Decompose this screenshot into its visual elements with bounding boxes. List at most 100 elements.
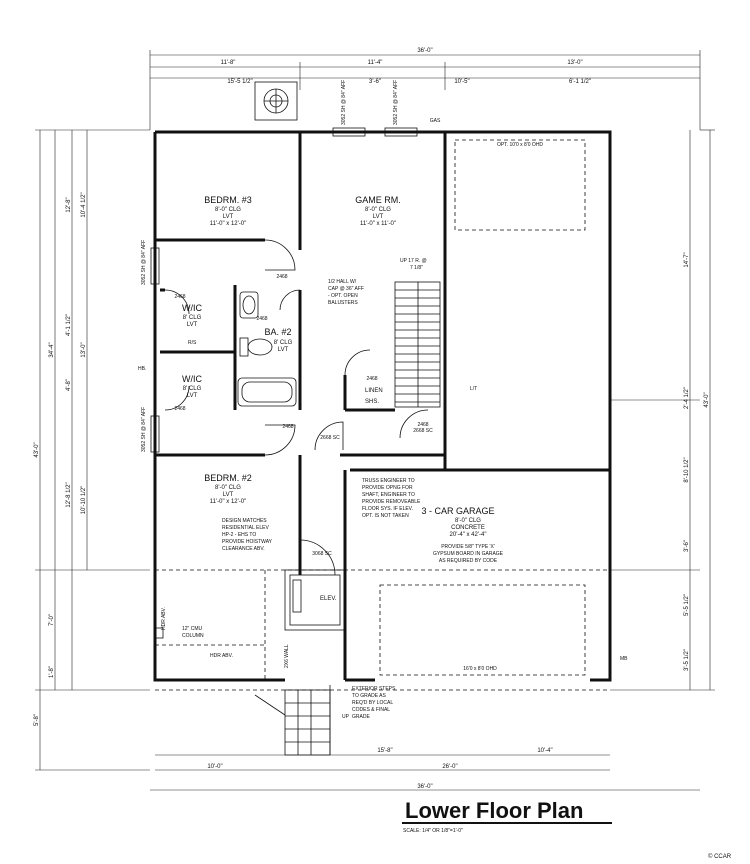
door-tag: 2468: [417, 422, 428, 428]
exterior-walls: [153, 130, 612, 682]
note-truss: TRUSS ENGINEER TO PROVIDE OPNG FOR SHAFT…: [362, 478, 421, 519]
door-tag: 2468: [282, 424, 293, 430]
door-tag: 2468: [174, 406, 185, 412]
plan-title-text: Lower Floor Plan: [405, 798, 583, 823]
note-line: COLUMN: [182, 633, 204, 639]
door-tag: 3068 SC: [312, 551, 332, 557]
room-bedrm2: BEDRM. #2 8'-0" CLG LVT 11'-0" x 12'-0": [204, 473, 252, 505]
left-dimensions: 43'-0" 34'-4" 12'-8" 4'-1 1/2" 4'-8" 13'…: [34, 129, 150, 771]
room-bedrm3-floor: LVT: [223, 214, 234, 220]
note-line: PROVIDE OPNG FOR: [362, 485, 413, 491]
note-line: EXTERIOR STEPS: [352, 686, 396, 692]
note-gyp: PROVIDE 5/8" TYPE 'X' GYPSUM BOARD IN GA…: [433, 544, 504, 564]
left-b-dim: 4'-1 1/2": [66, 314, 72, 336]
note-line: DESIGN MATCHES: [222, 518, 267, 524]
left-a-dim: 12'-8": [66, 197, 72, 212]
note-line: - OPT. OPEN: [328, 293, 358, 299]
vent-fan: [254, 81, 298, 121]
top-mid-dim: 11'-4": [368, 60, 383, 66]
right-c-dim: 8'-10 1/2": [684, 457, 690, 482]
left-g-dim: 1'-8": [49, 666, 55, 678]
window-tag: 3052 SH @ 84" AFF: [141, 407, 147, 452]
note-line: PROVIDE 5/8" TYPE 'X': [441, 544, 495, 550]
room-garage-floor: CONCRETE: [451, 525, 485, 531]
note-line: SHAFT, ENGINEER TO: [362, 492, 415, 498]
note-design: DESIGN MATCHES RESIDENTIAL ELEV HP-2 - E…: [222, 518, 273, 552]
room-garage-ceiling: 8'-0" CLG: [455, 518, 481, 524]
top-dimensions: 36'-0" 11'-8" 11'-4" 13'-0" 15'-5 1/2" 3…: [149, 48, 701, 130]
room-wic1-floor: LVT: [187, 322, 198, 328]
left-upper-dim: 34'-4": [49, 342, 55, 357]
right-dimensions: 43'-0" 14'-7" 2'-4 1/2" 8'-10 1/2" 3'-6"…: [610, 129, 715, 691]
top-b-dim: 3'-6": [369, 79, 381, 85]
note-line: CAP @ 36" AFF: [328, 286, 364, 292]
note-line: FLOOR SYS. IF ELEV.: [362, 506, 413, 512]
bottom-d-dim: 10'-4": [537, 748, 552, 754]
staircase: [394, 281, 441, 408]
room-bedrm3: BEDRM. #3 8'-0" CLG LVT 11'-0" x 12'-0": [204, 195, 252, 227]
right-e-dim: 5'-5 1/2": [684, 594, 690, 616]
windows: [150, 127, 418, 453]
room-bedrm3-size: 11'-0" x 12'-0": [210, 221, 246, 227]
room-bedrm3-title: BEDRM. #3: [204, 195, 252, 205]
elevator: [284, 569, 346, 631]
right-f-dim: 3'-5 1/2": [684, 649, 690, 671]
bottom-a-dim: 10'-0": [207, 764, 222, 770]
ohd-top-label: OPT. 10'0 x 8'0 OHD: [497, 142, 543, 148]
room-game-title: GAME RM.: [355, 195, 401, 205]
note-stair: UP 17 R. @ 7 1/8": [400, 258, 427, 271]
door-tag: 2468: [366, 376, 377, 382]
note-line: BALUSTERS: [328, 300, 358, 306]
room-bedrm3-ceiling: 8'-0" CLG: [215, 207, 241, 213]
plan-title: Lower Floor Plan SCALE: 1/4" OR 1/8"=1'-…: [402, 798, 612, 834]
room-ba2-floor: LVT: [278, 347, 289, 353]
right-b-dim: 2'-4 1/2": [684, 387, 690, 409]
left-j-dim: 10'-10 1/2": [81, 486, 87, 515]
note-line: TO GRADE AS: [352, 693, 386, 699]
wall-side-label: 2X6 WALL: [284, 644, 290, 668]
right-a-dim: 14'-7": [684, 252, 690, 267]
left-f-dim: 7'-0": [49, 614, 55, 626]
room-bedrm2-floor: LVT: [223, 492, 234, 498]
mb-label: MB: [620, 656, 628, 662]
door-tag: 2668 SC: [413, 428, 433, 434]
note-line: UP 17 R. @: [400, 258, 427, 264]
note-line: REQ'D BY LOCAL: [352, 700, 393, 706]
garage-doors: [154, 139, 610, 691]
left-h-dim: 5'-8": [34, 714, 40, 726]
note-line: GRADE: [352, 714, 370, 720]
door-tag: 2468: [276, 274, 287, 280]
up-label: UP: [342, 714, 350, 720]
exterior-steps: [254, 685, 331, 756]
door-swings: [164, 239, 429, 576]
ohd-bottom-label: 16'0 x 8'0 OHD: [463, 666, 497, 672]
room-bedrm2-ceiling: 8'-0" CLG: [215, 485, 241, 491]
bath-fixtures: [237, 291, 297, 407]
note-line: 12" CMU: [182, 626, 203, 632]
room-wic2-title: W/IC: [182, 374, 202, 384]
overall-top-dim: 36'-0": [417, 48, 432, 54]
top-d-dim: 6'-1 1/2": [569, 79, 591, 85]
note-line: OPT. IS NOT TAKEN: [362, 513, 409, 519]
left-i-dim: 10'-4 1/2": [81, 192, 87, 217]
door-tag: 2668 SC: [320, 435, 340, 441]
overall-bottom-dim: 36'-0": [417, 784, 432, 790]
room-ba2-title: BA. #2: [264, 327, 291, 337]
hdr-abv-label: HDR ABV.: [210, 653, 233, 659]
note-column: 12" CMU COLUMN: [182, 626, 204, 639]
room-linen-title: LINEN: [365, 388, 383, 394]
door-tags: 2468 2468 2468 2468 2468 2468 2468 2668 …: [141, 80, 543, 672]
hdr-abv-label-2: HDR ABV.: [161, 607, 167, 630]
room-wic1: W/IC 8' CLG LVT: [182, 303, 202, 328]
note-line: GYPSUM BOARD IN GARAGE: [433, 551, 504, 557]
room-bedrm2-size: 11'-0" x 12'-0": [210, 499, 246, 505]
window-tag: 3052 SH @ 84" AFF: [341, 80, 347, 125]
window-tag: 3052 SH @ 84" AFF: [141, 240, 147, 285]
room-game-floor: LVT: [373, 214, 384, 220]
room-elev-title: ELEV.: [320, 596, 337, 602]
note-line: CLEARANCE ABV.: [222, 546, 265, 552]
rs-label: R/S: [188, 340, 197, 346]
plan-scale: SCALE: 1/4" OR 1/8"=1'-0": [403, 828, 463, 834]
top-c-dim: 10'-5": [454, 79, 469, 85]
